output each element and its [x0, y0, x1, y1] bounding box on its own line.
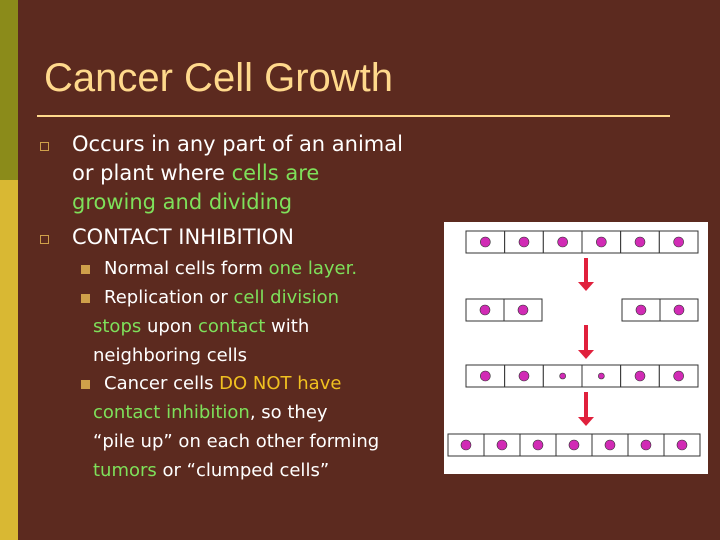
arrow-head — [578, 417, 594, 426]
text-segment: contact — [197, 316, 266, 337]
nucleus — [604, 439, 616, 451]
nucleus — [673, 370, 684, 382]
text-segment: , so they — [249, 402, 328, 423]
text-segment: Occurs in any part of an animal — [72, 132, 403, 156]
text-line: neighboring cells — [93, 341, 247, 370]
text-segment: cell division — [233, 287, 340, 308]
nucleus — [480, 236, 491, 248]
bullet-marker — [40, 235, 49, 244]
nucleus — [634, 236, 646, 248]
contact-inhibition-diagram — [444, 222, 708, 474]
nucleus — [634, 370, 646, 382]
text-segment: Normal cells form — [104, 258, 269, 279]
nucleus — [598, 372, 605, 380]
arrow-head — [578, 350, 594, 359]
text-segment: DO NOT have — [219, 373, 342, 394]
text-segment: one layer. — [268, 258, 358, 279]
bullet-marker — [81, 265, 90, 274]
nucleus — [640, 439, 652, 451]
nucleus — [517, 304, 529, 316]
nucleus — [673, 236, 684, 248]
text-line: growing and dividing — [72, 188, 292, 217]
title-underline — [37, 115, 670, 117]
text-line: contact inhibition, so they — [93, 398, 328, 427]
nucleus — [596, 236, 607, 248]
nucleus — [518, 370, 530, 382]
text-line: Occurs in any part of an animal — [72, 130, 403, 159]
nucleus — [568, 439, 580, 451]
text-segment: “pile up” on each other forming — [93, 431, 380, 452]
text-line: Cancer cells DO NOT have — [104, 369, 341, 398]
text-line: “pile up” on each other forming — [93, 427, 379, 456]
accent-stripe-top — [0, 0, 18, 180]
text-segment: growing and dividing — [72, 190, 293, 214]
nucleus — [496, 439, 508, 451]
bullet-marker — [81, 380, 90, 389]
slide-title: Cancer Cell Growth — [44, 56, 394, 100]
nucleus — [673, 304, 685, 316]
text-segment: or plant where — [72, 161, 232, 185]
arrow-head — [578, 282, 594, 291]
nucleus — [635, 304, 647, 316]
nucleus — [559, 372, 566, 380]
text-line: CONTACT INHIBITION — [72, 223, 294, 252]
nucleus — [480, 370, 491, 382]
text-segment: tumors — [93, 460, 157, 481]
text-segment: cells are — [231, 161, 320, 185]
text-segment: or “clumped cells” — [156, 460, 330, 481]
text-line: stops upon contact with — [93, 312, 309, 341]
text-segment: contact inhibition — [93, 402, 250, 423]
nucleus — [460, 439, 472, 451]
bullet-marker — [81, 294, 90, 303]
nucleus — [557, 236, 568, 248]
text-segment: stops — [93, 316, 142, 337]
text-segment: with — [265, 316, 310, 337]
text-segment: neighboring cells — [93, 345, 248, 366]
text-segment: upon — [141, 316, 198, 337]
bullet-marker — [40, 142, 49, 151]
text-segment: CONTACT INHIBITION — [72, 225, 295, 249]
nucleus — [479, 304, 491, 316]
nucleus — [676, 439, 688, 451]
nucleus — [518, 236, 530, 248]
text-line: tumors or “clumped cells” — [93, 456, 329, 485]
text-segment: Cancer cells — [104, 373, 220, 394]
accent-stripe-bottom — [0, 180, 18, 540]
text-line: Normal cells form one layer. — [104, 254, 357, 283]
text-line: Replication or cell division — [104, 283, 339, 312]
nucleus — [532, 439, 544, 451]
text-line: or plant where cells are — [72, 159, 319, 188]
text-segment: Replication or — [104, 287, 234, 308]
